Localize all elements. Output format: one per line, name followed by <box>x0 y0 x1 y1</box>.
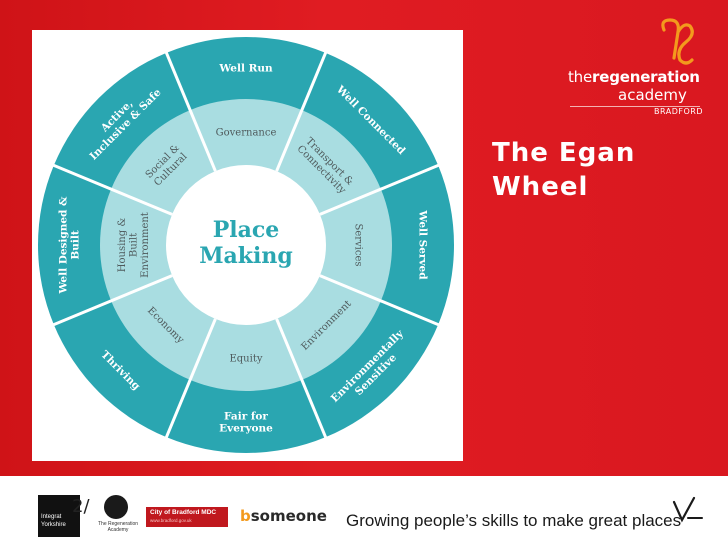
sector-divider <box>51 274 173 327</box>
slide-title: The Egan Wheel <box>492 136 712 204</box>
slide-date: 2/ <box>72 496 90 517</box>
inner-sector-label: Equity <box>229 354 262 365</box>
sector-divider <box>51 163 173 216</box>
logo-name-bold: regeneration <box>592 68 700 86</box>
bradford-url: www.bradford.gov.uk <box>150 518 192 523</box>
sector-divider <box>275 50 328 172</box>
sector-divider <box>275 318 328 440</box>
sector-divider <box>164 50 217 172</box>
logo-name-prefix: the <box>568 68 593 86</box>
footer-tagline: Growing people’s skills to make great pl… <box>346 511 682 530</box>
outer-sector-label: Well Served <box>416 209 428 280</box>
bradford-name: City of Bradford MDC <box>150 509 217 516</box>
logo-location: BRADFORD <box>654 107 703 116</box>
slide-title-line1: The Egan <box>492 138 636 168</box>
center-label-line2: Making <box>199 243 293 269</box>
inner-sector-label: Services <box>353 223 364 266</box>
sector-divider <box>319 274 441 327</box>
checkmark-logo-icon <box>672 496 703 523</box>
footer-bar: Integrat Yorkshire 2/ The Regeneration A… <box>0 476 728 546</box>
bradford-mdc-logo: City of Bradford MDC www.bradford.gov.uk <box>146 507 228 527</box>
sector-divider <box>319 163 441 216</box>
logo-divider <box>570 106 700 107</box>
inner-sector-label: Housing &BuiltEnvironment <box>117 212 151 278</box>
center-circle <box>166 165 326 325</box>
bsomeone-logo: bsomeone <box>240 507 327 525</box>
badge-caption: The Regeneration Academy <box>97 521 139 533</box>
bsomeone-b: b <box>240 507 251 525</box>
academy-mark-icon <box>661 18 694 65</box>
integrat-line1: Integrat <box>41 514 62 520</box>
slide-title-line2: Wheel <box>492 172 589 202</box>
sector-divider <box>164 318 217 440</box>
inner-sector-label: Governance <box>216 128 277 139</box>
regeneration-badge-logo: The Regeneration Academy <box>96 493 138 539</box>
outer-sector-label: Well Designed &Built <box>58 196 82 295</box>
regeneration-academy-logo: theregeneration academy BRADFORD <box>560 18 710 118</box>
logo-name-line1: theregeneration <box>568 68 700 86</box>
logo-name-line2: academy <box>618 86 687 104</box>
bsomeone-rest: someone <box>250 507 327 525</box>
center-label-line1: Place <box>213 217 280 243</box>
badge-emblem-icon <box>104 495 128 519</box>
outer-sector-label: Well Run <box>218 63 273 75</box>
integrat-line2: Yorkshire <box>41 522 66 528</box>
integrat-yorkshire-logo: Integrat Yorkshire <box>38 495 80 537</box>
